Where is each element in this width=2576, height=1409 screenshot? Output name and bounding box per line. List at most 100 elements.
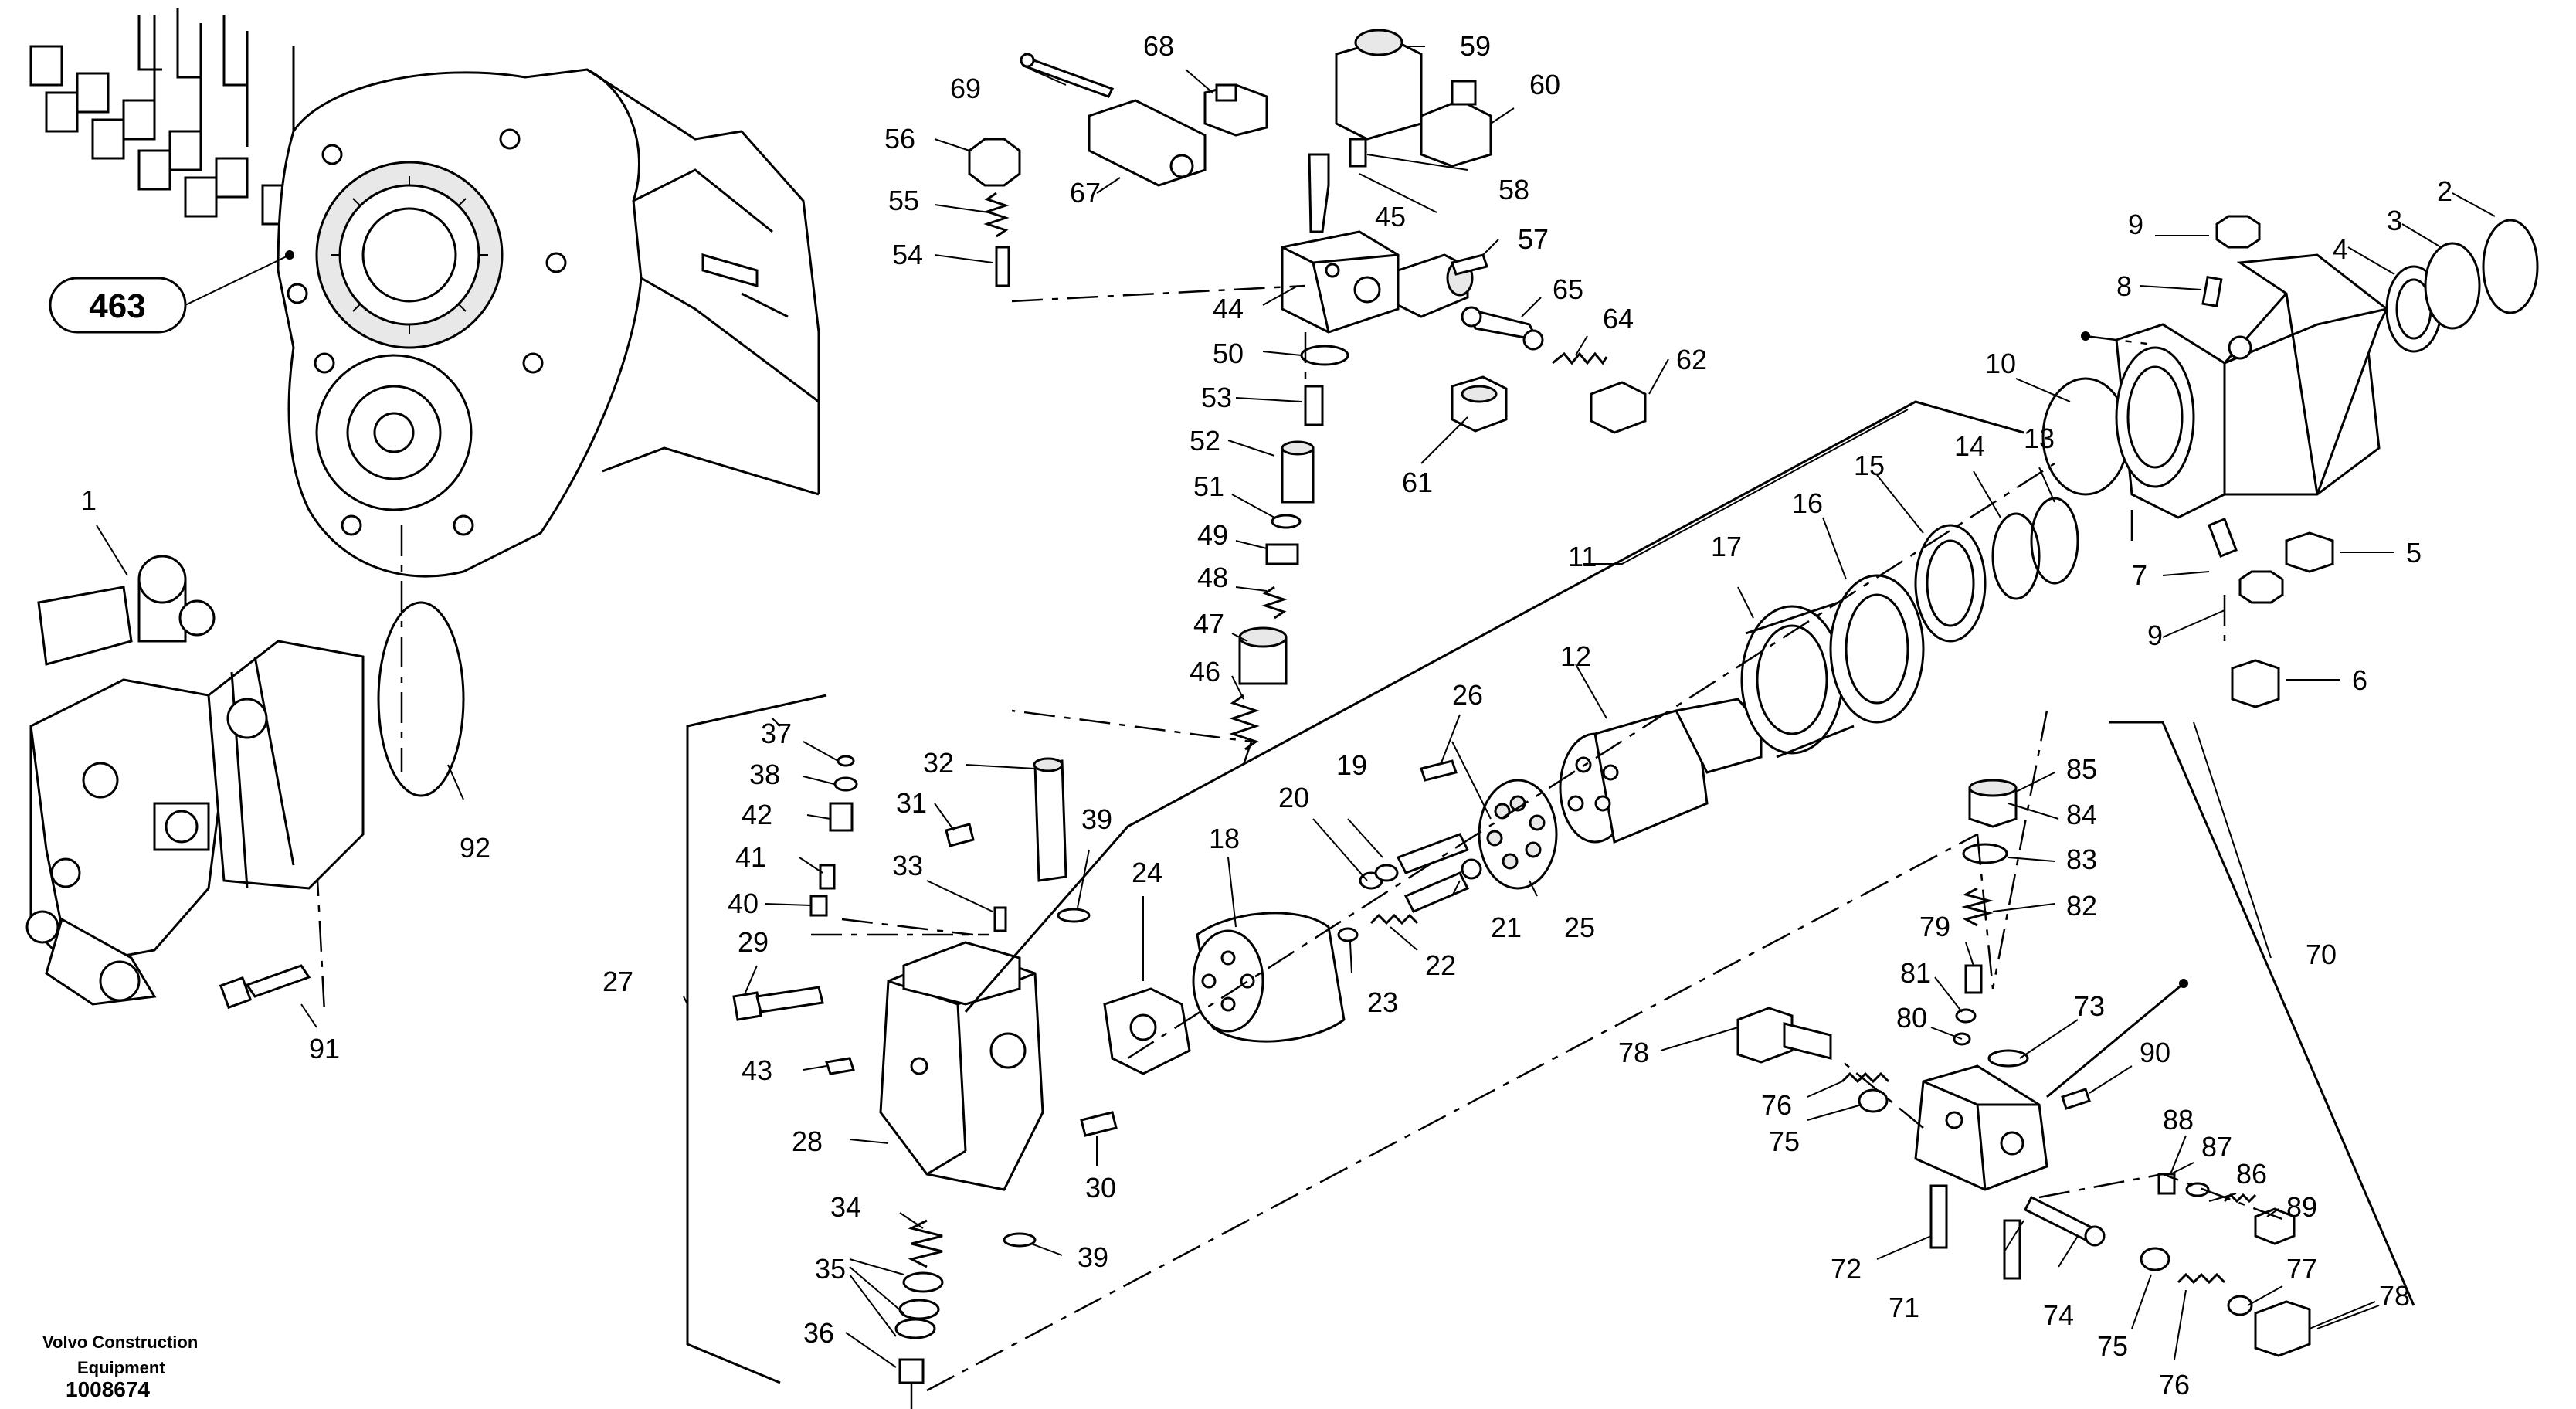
callout-59: 59 bbox=[1460, 30, 1491, 62]
callout-83: 83 bbox=[2066, 844, 2097, 875]
callout-17: 17 bbox=[1711, 531, 1742, 562]
callout-37: 37 bbox=[761, 718, 792, 749]
company-name-line2: Equipment bbox=[77, 1358, 165, 1377]
callout-86: 86 bbox=[2236, 1158, 2267, 1190]
valve-cluster-top bbox=[968, 29, 1647, 766]
motor-housing bbox=[2041, 215, 2539, 708]
callout-80: 80 bbox=[1896, 1002, 1927, 1034]
callout-61: 61 bbox=[1402, 467, 1433, 498]
callout-88: 88 bbox=[2163, 1104, 2194, 1136]
callout-15: 15 bbox=[1854, 450, 1885, 481]
callout-2: 2 bbox=[2437, 175, 2452, 207]
callout-43: 43 bbox=[742, 1054, 772, 1086]
callout-45: 45 bbox=[1375, 201, 1406, 233]
callout-69: 69 bbox=[950, 73, 981, 104]
callout-36: 36 bbox=[803, 1317, 834, 1349]
callout-90: 90 bbox=[2140, 1037, 2170, 1068]
leader-lines bbox=[96, 46, 2496, 1368]
callout-3: 3 bbox=[2387, 205, 2402, 236]
callout-67: 67 bbox=[1070, 177, 1101, 209]
callout-20: 20 bbox=[1278, 782, 1309, 813]
callout-30: 30 bbox=[1085, 1172, 1116, 1204]
reference-badge-label: 463 bbox=[89, 287, 145, 325]
callout-74: 74 bbox=[2043, 1299, 2074, 1331]
callout-13: 13 bbox=[2024, 423, 2055, 454]
callout-79: 79 bbox=[1919, 911, 1950, 942]
callout-41: 41 bbox=[735, 841, 766, 873]
callout-8: 8 bbox=[2116, 270, 2132, 302]
callout-89: 89 bbox=[2286, 1191, 2317, 1223]
callout-labels: 1 2 3 4 5 6 7 8 9 9 10 11 12 13 14 15 16… bbox=[81, 30, 2452, 1401]
callout-84: 84 bbox=[2066, 799, 2097, 830]
callout-34: 34 bbox=[830, 1191, 861, 1223]
callout-26: 26 bbox=[1452, 679, 1483, 711]
callout-52: 52 bbox=[1190, 425, 1220, 457]
callout-40: 40 bbox=[728, 888, 759, 919]
callout-75-lower: 75 bbox=[2097, 1330, 2128, 1362]
callout-33: 33 bbox=[892, 850, 923, 881]
callout-9-lower: 9 bbox=[2147, 620, 2163, 651]
callout-14: 14 bbox=[1954, 430, 1985, 462]
callout-48: 48 bbox=[1197, 562, 1228, 593]
callout-6: 6 bbox=[2352, 664, 2367, 696]
company-name-line1: Volvo Construction bbox=[42, 1333, 198, 1352]
callout-44: 44 bbox=[1213, 293, 1244, 324]
callout-38: 38 bbox=[749, 759, 780, 790]
callout-78-upper: 78 bbox=[1618, 1037, 1649, 1068]
callout-78-lower: 78 bbox=[2379, 1280, 2410, 1312]
callout-23: 23 bbox=[1367, 986, 1398, 1018]
callout-24: 24 bbox=[1132, 857, 1162, 888]
pump-assembly bbox=[25, 555, 365, 1006]
callout-51: 51 bbox=[1193, 470, 1224, 502]
callout-25: 25 bbox=[1564, 912, 1595, 943]
callout-54: 54 bbox=[892, 239, 923, 270]
callout-28: 28 bbox=[792, 1126, 823, 1157]
control-block bbox=[686, 694, 1118, 1409]
rotating-group bbox=[964, 400, 2079, 1075]
callout-49: 49 bbox=[1197, 519, 1228, 551]
callout-11: 11 bbox=[1568, 541, 1597, 572]
callout-68: 68 bbox=[1143, 30, 1174, 62]
callout-92: 92 bbox=[460, 832, 490, 864]
callout-39-lower: 39 bbox=[1078, 1241, 1108, 1273]
callout-50: 50 bbox=[1213, 338, 1244, 369]
callout-31: 31 bbox=[896, 787, 927, 819]
callout-76-upper: 76 bbox=[1761, 1089, 1792, 1121]
callout-62: 62 bbox=[1676, 344, 1707, 375]
callout-42: 42 bbox=[742, 799, 772, 830]
callout-19: 19 bbox=[1336, 749, 1367, 781]
callout-10: 10 bbox=[1985, 348, 2016, 379]
callout-64: 64 bbox=[1603, 303, 1634, 334]
callout-21: 21 bbox=[1491, 912, 1522, 943]
callout-5: 5 bbox=[2406, 537, 2422, 569]
callout-58: 58 bbox=[1498, 174, 1529, 205]
callout-82: 82 bbox=[2066, 890, 2097, 922]
callout-91: 91 bbox=[309, 1033, 340, 1064]
callout-7: 7 bbox=[2132, 559, 2147, 591]
callout-27: 27 bbox=[602, 966, 633, 997]
transmission-housing bbox=[29, 8, 820, 578]
callout-72: 72 bbox=[1831, 1253, 1862, 1285]
callout-39-upper: 39 bbox=[1081, 803, 1112, 835]
callout-75-upper: 75 bbox=[1769, 1126, 1800, 1157]
callout-4: 4 bbox=[2333, 233, 2348, 265]
footer: Volvo Construction Equipment 1008674 bbox=[42, 1333, 198, 1401]
callout-85: 85 bbox=[2066, 753, 2097, 785]
callout-70: 70 bbox=[2306, 939, 2337, 970]
bolt-91 bbox=[219, 964, 311, 1010]
callout-1: 1 bbox=[81, 484, 97, 516]
callout-77: 77 bbox=[2286, 1253, 2317, 1285]
callout-32: 32 bbox=[923, 747, 954, 779]
callout-46: 46 bbox=[1190, 656, 1220, 688]
relief-valve-assembly bbox=[1736, 710, 2415, 1357]
callout-18: 18 bbox=[1209, 823, 1240, 854]
callout-29: 29 bbox=[738, 926, 769, 958]
callout-9-top: 9 bbox=[2128, 209, 2143, 240]
o-ring-92 bbox=[377, 601, 465, 797]
callout-16: 16 bbox=[1792, 487, 1823, 519]
callout-35: 35 bbox=[815, 1253, 846, 1285]
callout-87: 87 bbox=[2201, 1131, 2232, 1163]
reference-badge: 463 bbox=[49, 250, 294, 334]
